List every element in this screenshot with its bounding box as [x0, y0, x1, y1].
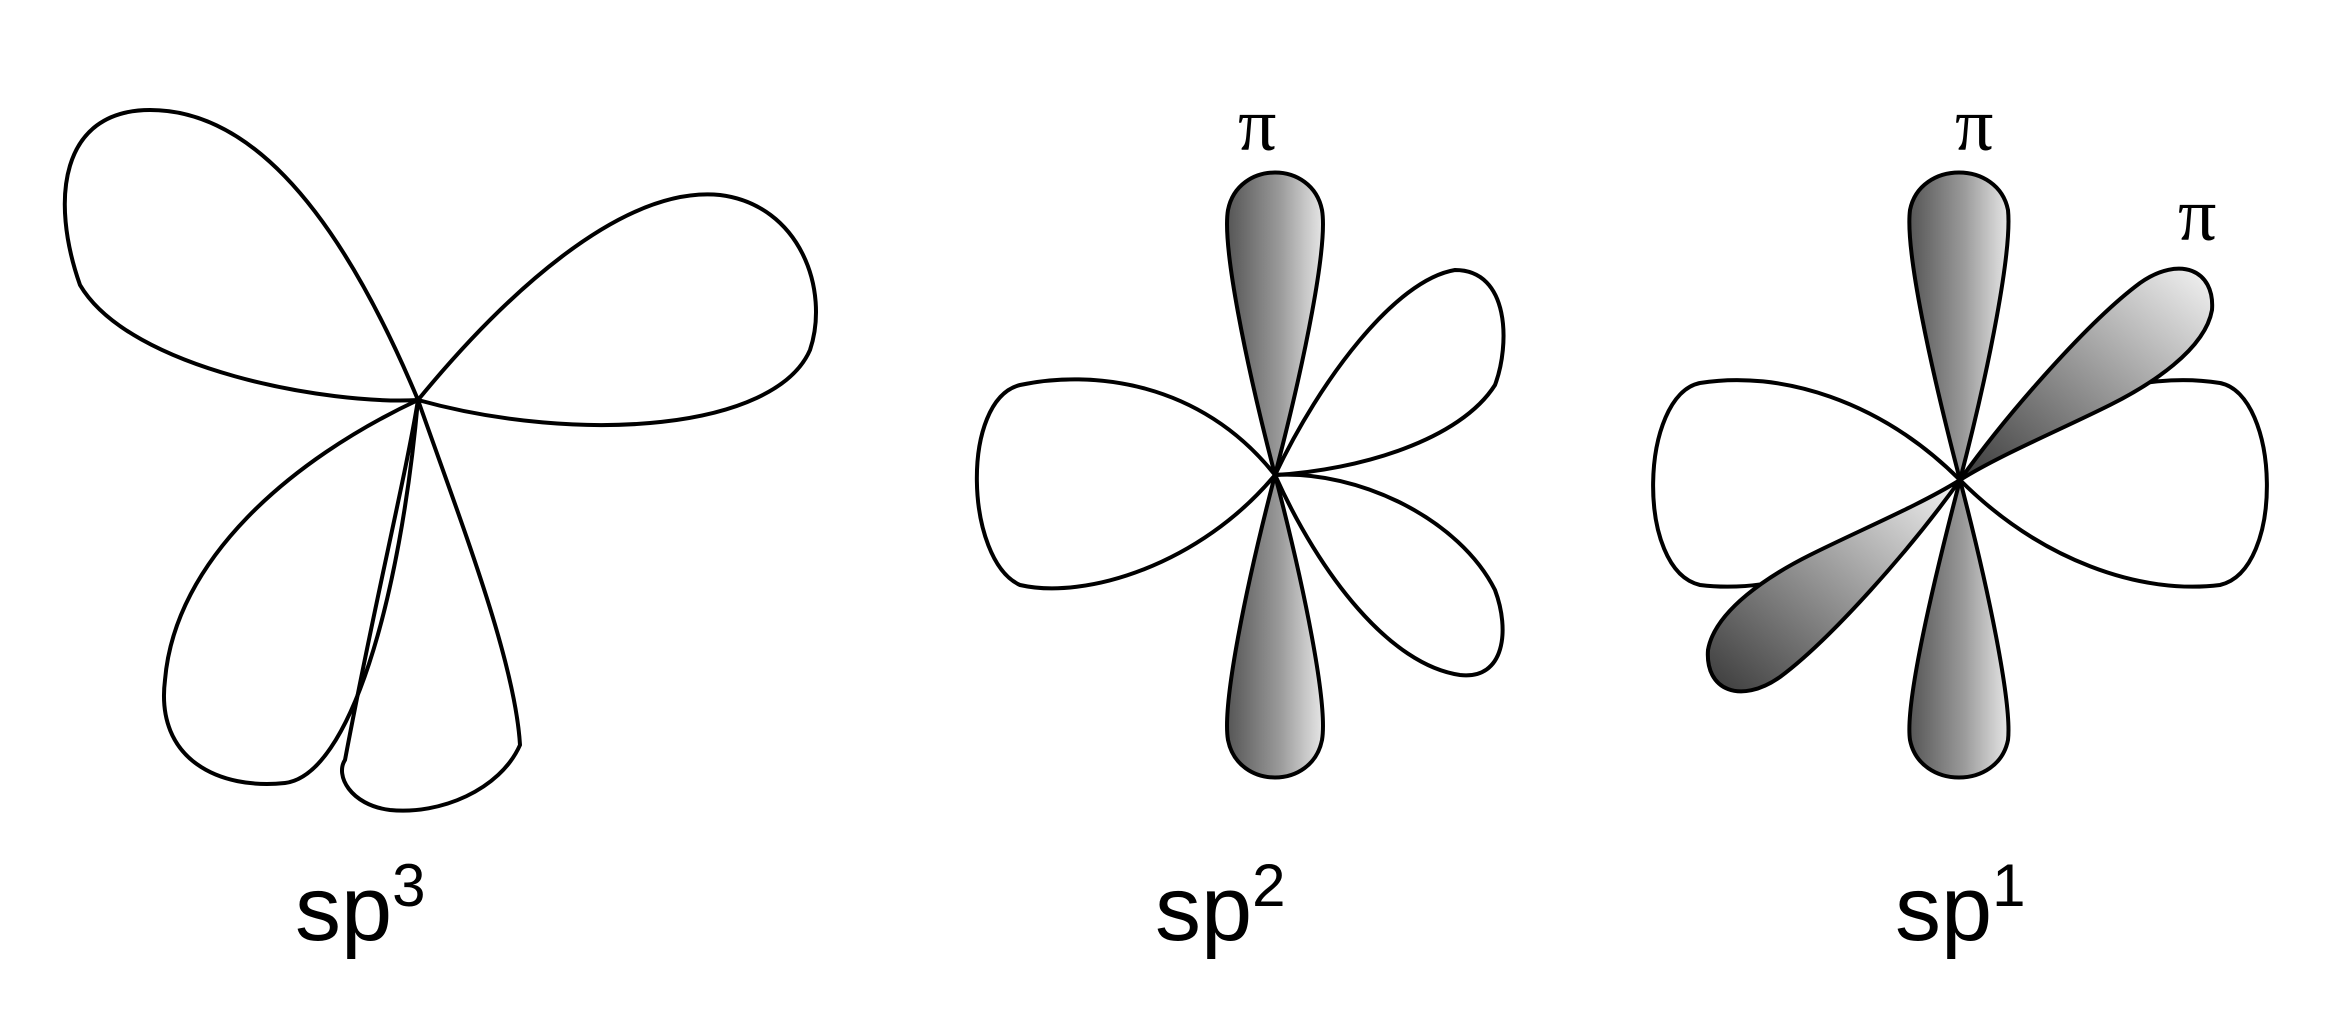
sp2-pi-lobe-top	[1225, 170, 1325, 477]
sp1-sigma-lobe-right	[1958, 378, 2269, 589]
sp3-lobe-upper-left	[62, 108, 420, 403]
sp1-pi-label-top: π	[1955, 83, 1993, 167]
sp1-pi-lobe-lower-left	[1705, 478, 1962, 694]
sp2-sigma-lobe-lower-right	[1273, 472, 1505, 678]
sp3-lobe-lower-left	[161, 398, 420, 786]
sp2-sigma-lobe-left	[974, 377, 1277, 591]
sp2-panel: π sp2	[974, 83, 1506, 960]
sp2-label: sp2	[1155, 852, 1286, 960]
sp2-pi-label: π	[1238, 83, 1276, 167]
sp3-panel: sp3	[62, 108, 818, 960]
sp1-label: sp1	[1895, 852, 2026, 960]
sp2-pi-lobe-bottom	[1225, 473, 1325, 780]
sp2-sigma-lobe-upper-right	[1273, 268, 1506, 477]
sp2-orbital	[974, 170, 1506, 780]
sp1-pi-lobe-top	[1907, 170, 2011, 482]
sp1-panel: π π sp1	[1651, 83, 2269, 960]
sp1-orbital	[1651, 170, 2269, 780]
sp3-lobe-right	[416, 192, 818, 428]
sp3-orbital	[62, 108, 818, 813]
sp1-pi-label-diagonal: π	[2178, 173, 2216, 257]
sp3-label: sp3	[295, 852, 426, 960]
sp1-pi-lobe-upper-right	[1958, 266, 2215, 482]
sp3-lobe-lower-back	[340, 398, 522, 813]
sp1-pi-lobe-bottom	[1907, 478, 2011, 780]
